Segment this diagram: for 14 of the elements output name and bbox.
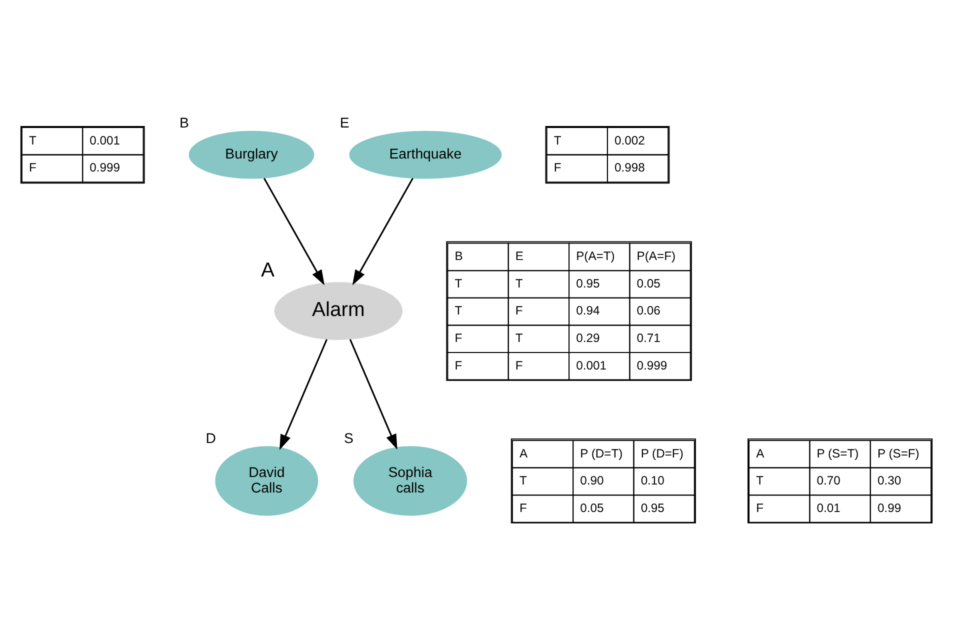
node-ellipse: Earthquake bbox=[349, 130, 502, 178]
node-label: S bbox=[344, 429, 354, 446]
arrow bbox=[263, 177, 325, 285]
arrow bbox=[349, 338, 398, 450]
node-label: B bbox=[180, 114, 189, 130]
arrow bbox=[352, 177, 414, 285]
node-ellipse: Burglary bbox=[188, 130, 314, 178]
node-label: D bbox=[206, 429, 216, 446]
node-label: E bbox=[340, 114, 350, 130]
node-ellipse: Alarm bbox=[274, 282, 403, 340]
arrow bbox=[279, 338, 328, 450]
node-ellipse: Sophia calls bbox=[353, 446, 468, 516]
node-ellipse: David Calls bbox=[215, 446, 318, 516]
node-label: A bbox=[260, 258, 274, 281]
